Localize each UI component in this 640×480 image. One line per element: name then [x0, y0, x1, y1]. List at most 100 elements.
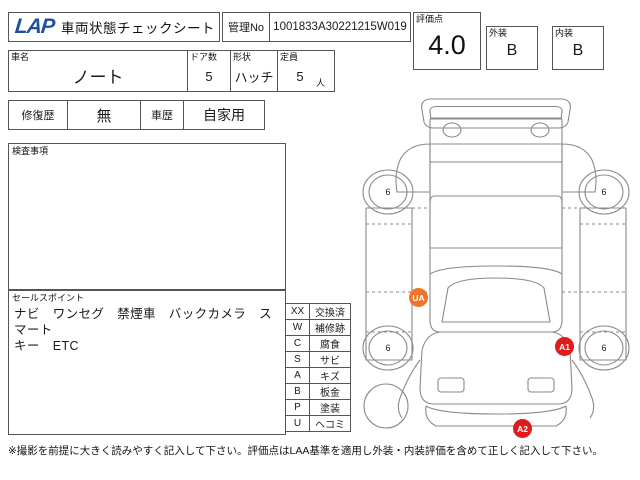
legend-code: C	[285, 335, 310, 352]
legend-code: S	[285, 351, 310, 368]
rear-left-wheel-outer	[362, 169, 414, 215]
left-headlight	[437, 377, 465, 393]
legend-row: B 板金	[285, 383, 351, 400]
front-left-wheel-inner	[368, 330, 408, 366]
legend-desc: ヘコミ	[309, 415, 351, 432]
title-box: LAP 車両状態チェックシート	[8, 12, 220, 42]
rear-bumper-inner	[429, 105, 563, 120]
capacity-value: 5	[296, 68, 304, 84]
body-main	[429, 161, 563, 333]
vehicle-history-value: 自家用	[203, 107, 245, 123]
car-name-value: ノート	[72, 67, 124, 87]
tire-mark-rear-left: 6	[385, 187, 391, 197]
legend-row: P 塗装	[285, 399, 351, 416]
legend-row: A キズ	[285, 367, 351, 384]
evaluation-score-box	[413, 12, 481, 70]
legend-code: U	[285, 415, 310, 432]
front-right-wheel-inner	[584, 330, 624, 366]
tire-mark-front-left: 6	[385, 343, 391, 353]
interior-grade-label: 内装	[555, 28, 574, 38]
legend-row: W 補修跡	[285, 319, 351, 336]
damage-marker-front-bumper[interactable]: A2	[513, 419, 532, 438]
exterior-grade-box	[486, 26, 538, 70]
damage-marker-right-front-fender[interactable]: A1	[555, 337, 574, 356]
legend-row: S サビ	[285, 351, 351, 368]
rear-window	[429, 195, 563, 249]
left-side-panel	[365, 207, 413, 361]
damage-code-legend: XX 交換済 W 補修跡 C 腐食 S サビ A キズ B 板金	[285, 303, 351, 432]
tire-mark-rear-right: 6	[601, 187, 607, 197]
legend-desc: 腐食	[309, 335, 351, 352]
legend-desc: 補修跡	[309, 319, 351, 336]
door-count-label: ドア数	[190, 52, 218, 62]
body-shape-label: 形状	[233, 52, 252, 62]
vehicle-history-label: 車歴	[151, 110, 173, 122]
sales-points-label: セールスポイント	[12, 293, 85, 303]
roof-front-edge	[429, 265, 563, 275]
car-name-label: 車名	[11, 52, 30, 62]
footer-note: ※撮影を前提に大きく読みやすく記入して下さい。評価点はLAA基準を適用し外装・内…	[8, 445, 604, 457]
legend-body: XX 交換済 W 補修跡 C 腐食 S サビ A キズ B 板金	[285, 303, 351, 432]
legend-desc: 塗装	[309, 399, 351, 416]
vehicle-diagram: 6 6 6 6 UA A1 A2	[352, 88, 640, 440]
inspection-items-box	[8, 143, 286, 290]
legend-code: W	[285, 319, 310, 336]
capacity-label: 定員	[280, 52, 299, 62]
rear-left-fender	[395, 143, 431, 193]
right-front-arc	[571, 359, 595, 419]
rear-right-wheel-outer	[578, 169, 630, 215]
front-bumper	[425, 405, 567, 427]
rear-left-wheel-inner	[368, 174, 408, 210]
interior-grade-box	[552, 26, 604, 70]
car-name-box	[8, 50, 188, 92]
capacity-box	[277, 50, 335, 92]
legend-desc: 板金	[309, 383, 351, 400]
sales-points-box	[8, 290, 286, 435]
rear-left-lamp	[442, 122, 462, 138]
legend-desc: 交換済	[309, 303, 351, 320]
legend-row: C 腐食	[285, 335, 351, 352]
door-count-value: 5	[205, 68, 213, 84]
front-right-wheel-outer	[578, 325, 630, 371]
capacity-unit: 人	[316, 78, 326, 88]
legend-desc: キズ	[309, 367, 351, 384]
left-front-arc	[397, 359, 421, 419]
tire-mark-front-right: 6	[601, 343, 607, 353]
management-no-label: 管理No	[227, 22, 265, 34]
evaluation-score-label: 評価点	[416, 14, 444, 24]
management-no-value-box	[269, 12, 411, 42]
legend-code: B	[285, 383, 310, 400]
damage-marker-left-rear-door[interactable]: UA	[409, 288, 428, 307]
body-shape-value: ハッチ	[234, 69, 274, 85]
legend-code: P	[285, 399, 310, 416]
lap-logo: LAP	[13, 15, 56, 38]
legend-desc: サビ	[309, 351, 351, 368]
rear-right-lamp	[530, 122, 550, 138]
repair-history-label: 修復歴	[21, 110, 55, 122]
legend-code: A	[285, 367, 310, 384]
legend-code: XX	[285, 303, 310, 320]
interior-grade-value: B	[572, 42, 584, 59]
exterior-grade-value: B	[506, 42, 518, 59]
exterior-grade-label: 外装	[489, 28, 508, 38]
vehicle-history-value-box	[183, 100, 265, 130]
body-shape-box	[230, 50, 278, 92]
rear-spoiler	[421, 98, 571, 129]
door-count-box	[187, 50, 231, 92]
management-no-label-box	[222, 12, 270, 42]
front-body	[419, 331, 573, 405]
management-no-value: 1001833A30221215W019	[273, 21, 407, 33]
windshield	[441, 277, 551, 323]
rear-right-fender	[561, 143, 597, 193]
right-headlight	[527, 377, 555, 393]
repair-history-value: 無	[96, 107, 112, 125]
front-left-wheel-outer	[362, 325, 414, 371]
vehicle-diagram-svg	[362, 98, 630, 429]
inspection-items-label: 検査事項	[12, 146, 49, 156]
sales-points-text: ナビ ワンセグ 禁煙車 バックカメラ スマート キー ETC	[14, 307, 273, 353]
evaluation-score-value: 4.0	[428, 29, 466, 60]
page-title: 車両状態チェックシート	[61, 21, 215, 36]
vehicle-history-label-box	[140, 100, 184, 130]
repair-history-value-box	[67, 100, 141, 130]
